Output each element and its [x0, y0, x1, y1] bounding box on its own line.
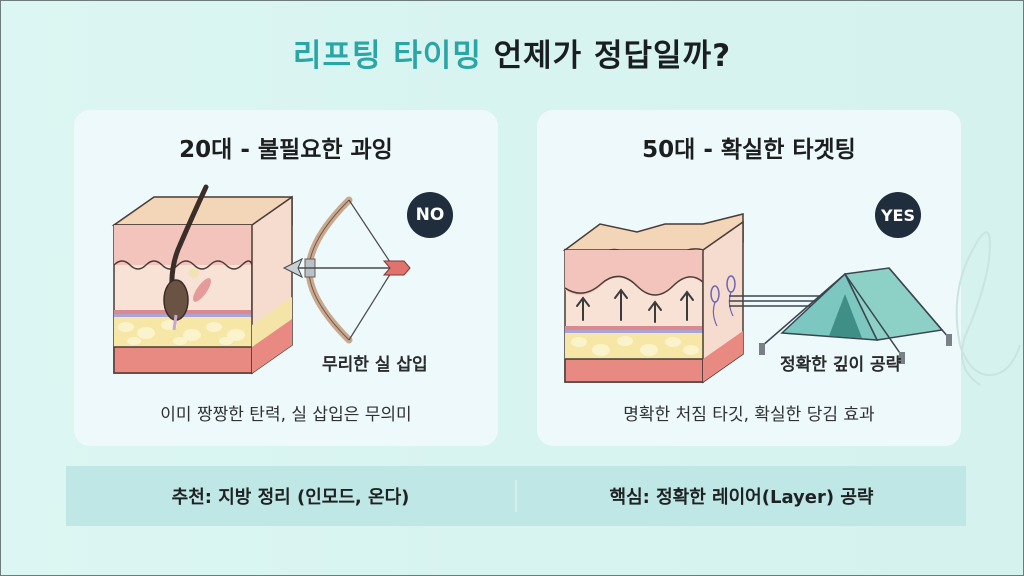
panel-title: 50대 - 확실한 타겟팅	[642, 137, 856, 163]
divider	[515, 480, 517, 512]
panel-caption: 명확한 처짐 타깃, 확실한 당김 효과	[623, 405, 875, 425]
tent-icon	[729, 267, 952, 364]
panel-50s: 50대 - 확실한 타겟팅	[537, 110, 961, 446]
key-point-text: 핵심: 정확한 레이어(Layer) 공략	[609, 487, 874, 508]
no-badge: NO	[407, 192, 453, 238]
decorative-swirl-icon	[955, 231, 1021, 386]
summary-bar: 추천: 지방 정리 (인모드, 온다) 핵심: 정확한 레이어(Layer) 공…	[66, 466, 966, 526]
sagging-skin-cross-section-icon	[562, 213, 744, 384]
title-rest: 언제가 정답일까?	[493, 38, 732, 74]
panel-label: 무리한 실 삽입	[322, 355, 428, 375]
bow-and-arrow-icon	[282, 196, 411, 344]
page-title: 리프팅 타이밍 언제가 정답일까?	[0, 30, 1024, 75]
skin-cross-section-icon	[111, 184, 293, 375]
yes-badge: YES	[875, 192, 921, 238]
recommendation-text: 추천: 지방 정리 (인모드, 온다)	[171, 487, 410, 508]
panel-20s: 20대 - 불필요한 과잉	[74, 110, 498, 446]
panel-caption: 이미 짱짱한 탄력, 실 삽입은 무의미	[160, 405, 412, 425]
panel-title: 20대 - 불필요한 과잉	[179, 137, 393, 163]
panel-label: 정확한 깊이 공략	[780, 355, 902, 375]
title-accent: 리프팅 타이밍	[292, 38, 482, 74]
